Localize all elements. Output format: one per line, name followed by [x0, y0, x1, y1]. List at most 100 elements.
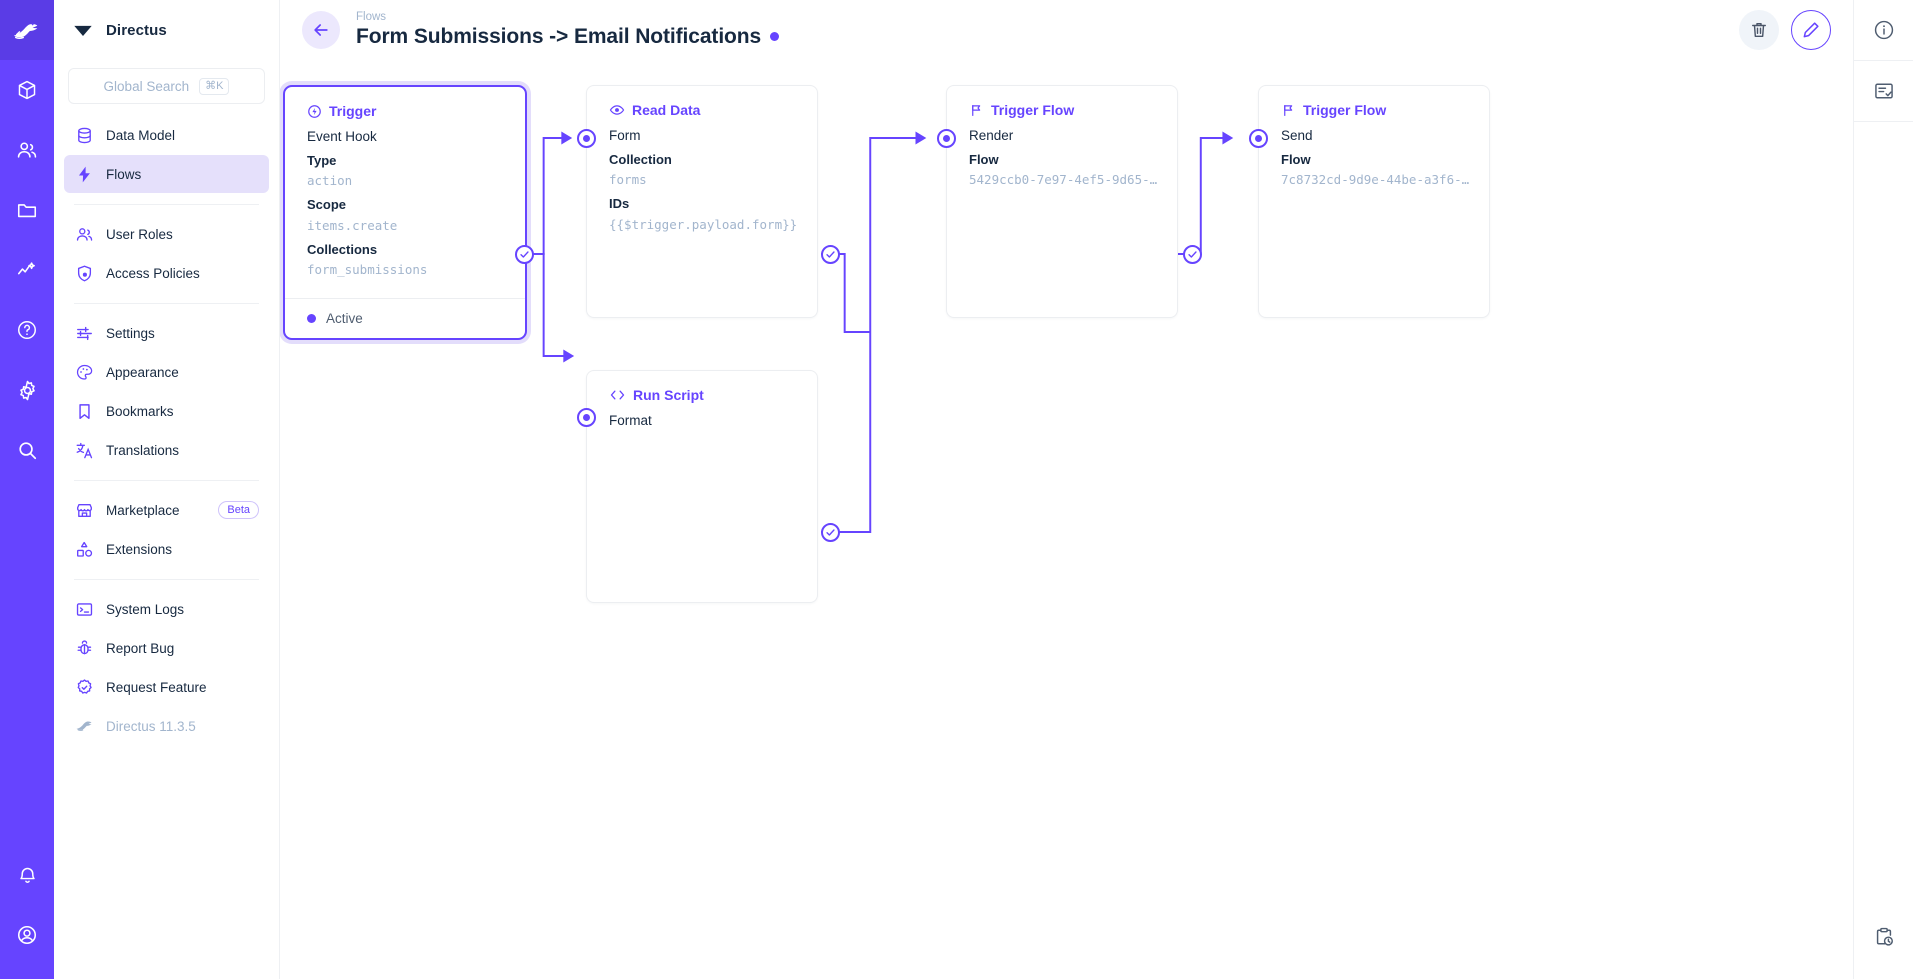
sidebar-divider — [74, 480, 259, 481]
gear-icon[interactable] — [0, 360, 54, 420]
flow-node-trigger-flow-render[interactable]: Trigger Flow Render Flow 5429ccb0-7e97-4… — [946, 85, 1178, 318]
search-input[interactable]: Global Search ⌘K — [68, 68, 265, 104]
users-icon[interactable] — [0, 120, 54, 180]
sidebar-item-user-roles[interactable]: User Roles — [64, 215, 269, 253]
sidebar-item-appearance[interactable]: Appearance — [64, 353, 269, 391]
flow-status-dot — [770, 32, 780, 42]
flow-node-read-data[interactable]: Read Data Form Collection forms IDs {{$t… — [586, 85, 818, 318]
breadcrumb[interactable]: Flows — [356, 11, 387, 24]
clipboard-clock-icon[interactable] — [1854, 907, 1913, 967]
port-run-script-input[interactable] — [577, 408, 596, 427]
sidebar-item-flows[interactable]: Flows — [64, 155, 269, 193]
right-sidebar-divider — [1854, 60, 1913, 61]
sidebar-item-label: Extensions — [106, 541, 173, 557]
port-inner-dot — [583, 135, 590, 142]
field-value: form_submissions — [307, 261, 428, 277]
sidebar-item-system-logs[interactable]: System Logs — [64, 590, 269, 628]
back-button[interactable] — [302, 11, 340, 49]
page-title: Form Submissions -> Email Notifications — [356, 24, 762, 48]
sidebar-group-2: User Roles Access Policies — [54, 215, 279, 293]
port-inner-dot — [583, 414, 590, 421]
delete-flow-button[interactable] — [1739, 10, 1779, 50]
node-body: Format — [587, 405, 817, 449]
logs-icon[interactable] — [1854, 61, 1913, 121]
sidebar-group-1: Data Model Flows — [54, 116, 279, 194]
storefront-icon — [74, 500, 94, 520]
field-key: Flow — [969, 152, 999, 168]
port-trigger-flow-render-resolve[interactable] — [1183, 245, 1202, 264]
bolt-icon — [74, 164, 94, 184]
sidebar-item-request-feature[interactable]: Request Feature — [64, 668, 269, 706]
sidebar-item-marketplace[interactable]: Marketplace Beta — [64, 491, 269, 529]
port-read-data-resolve[interactable] — [821, 245, 840, 264]
field-key: Scope — [307, 197, 347, 213]
flow-canvas[interactable]: Trigger Event Hook Type action Scope ite… — [280, 60, 1853, 979]
sidebar-item-translations[interactable]: Translations — [64, 431, 269, 469]
code-icon — [609, 388, 626, 402]
folder-icon[interactable] — [0, 180, 54, 240]
trigger-icon — [307, 104, 322, 119]
sidebar-item-data-model[interactable]: Data Model — [64, 116, 269, 154]
users-icon — [74, 224, 94, 244]
eye-icon — [609, 102, 625, 118]
node-subtitle: Event Hook — [307, 129, 377, 144]
node-header: Trigger — [285, 87, 525, 121]
sidebar-divider — [74, 579, 259, 580]
flow-node-trigger[interactable]: Trigger Event Hook Type action Scope ite… — [283, 85, 527, 340]
sidebar-item-report-bug[interactable]: Report Bug — [64, 629, 269, 667]
node-body: Event Hook Type action Scope items.creat… — [285, 121, 525, 298]
sidebar-item-extensions[interactable]: Extensions — [64, 530, 269, 568]
directus-brand-icon — [72, 19, 94, 41]
help-icon[interactable] — [0, 300, 54, 360]
sidebar: Directus Global Search ⌘K Data Model Flo… — [54, 0, 280, 979]
search-placeholder: Global Search — [103, 78, 190, 94]
node-subtitle: Form — [609, 128, 641, 143]
node-title: Trigger Flow — [991, 102, 1075, 118]
node-body: Render Flow 5429ccb0-7e97-4ef5-9d65-2b… — [947, 120, 1177, 208]
flow-node-trigger-flow-send[interactable]: Trigger Flow Send Flow 7c8732cd-9d9e-44b… — [1258, 85, 1490, 318]
trigger-status-row: Active — [285, 297, 525, 338]
port-read-data-input[interactable] — [577, 129, 596, 148]
search-shortcut-badge: ⌘K — [199, 77, 230, 95]
trigger-status-label: Active — [326, 310, 363, 326]
sidebar-item-label: User Roles — [106, 226, 173, 242]
sidebar-group-4: Marketplace Beta Extensions — [54, 491, 279, 569]
box-icon[interactable] — [0, 60, 54, 120]
bell-icon[interactable] — [0, 845, 54, 905]
edit-flow-button[interactable] — [1791, 10, 1831, 50]
field-key: IDs — [609, 196, 630, 212]
flow-node-run-script[interactable]: Run Script Format — [586, 370, 818, 603]
database-icon — [74, 125, 94, 145]
node-subtitle: Format — [609, 413, 652, 428]
account-icon[interactable] — [0, 905, 54, 965]
field-key: Collections — [307, 241, 378, 257]
sidebar-item-settings[interactable]: Settings — [64, 314, 269, 352]
sidebar-item-bookmarks[interactable]: Bookmarks — [64, 392, 269, 430]
search-icon[interactable] — [0, 420, 54, 480]
sidebar-item-label: Flows — [106, 166, 142, 182]
sliders-icon — [74, 323, 94, 343]
status-badge: Beta — [218, 500, 259, 520]
field-key: Collection — [609, 152, 672, 168]
port-trigger-flow-send-input[interactable] — [1249, 129, 1268, 148]
badge-check-icon — [74, 677, 94, 697]
sidebar-item-access-policies[interactable]: Access Policies — [64, 254, 269, 292]
port-run-script-resolve[interactable] — [821, 523, 840, 542]
directus-logo-icon[interactable] — [0, 0, 54, 60]
page-title-row: Form Submissions -> Email Notifications — [356, 24, 780, 49]
info-icon[interactable] — [1854, 0, 1913, 60]
port-trigger-resolve[interactable] — [515, 245, 534, 264]
bug-icon — [74, 638, 94, 658]
insights-icon[interactable] — [0, 240, 54, 300]
port-trigger-flow-render-input[interactable] — [937, 129, 956, 148]
sidebar-item-label: Translations — [106, 442, 180, 458]
node-header: Read Data — [587, 86, 817, 120]
node-header: Trigger Flow — [947, 86, 1177, 120]
sidebar-brand-title: Directus — [106, 21, 167, 39]
sidebar-item-label: Settings — [106, 325, 155, 341]
node-title: Run Script — [633, 387, 704, 403]
extensions-icon — [74, 539, 94, 559]
module-bar — [0, 0, 54, 979]
sidebar-group-5: System Logs Report Bug R — [54, 590, 279, 746]
